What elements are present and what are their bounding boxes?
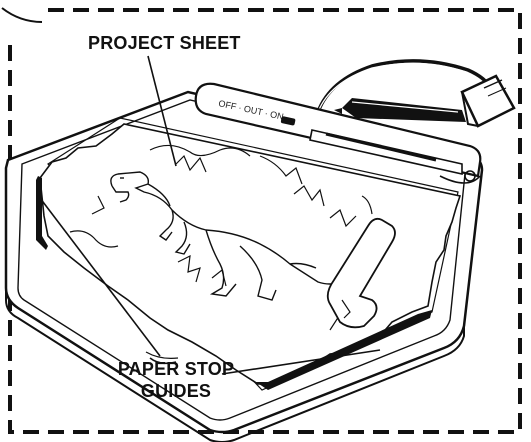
label-paper-stop-line2: GUIDES (96, 380, 256, 402)
label-paper-stop-line1: PAPER STOP (96, 358, 256, 380)
power-plug-icon (462, 76, 514, 126)
corner-curl (2, 8, 42, 22)
label-project-sheet: PROJECT SHEET (88, 32, 241, 54)
label-paper-stop-guides: PAPER STOP GUIDES (96, 358, 256, 402)
